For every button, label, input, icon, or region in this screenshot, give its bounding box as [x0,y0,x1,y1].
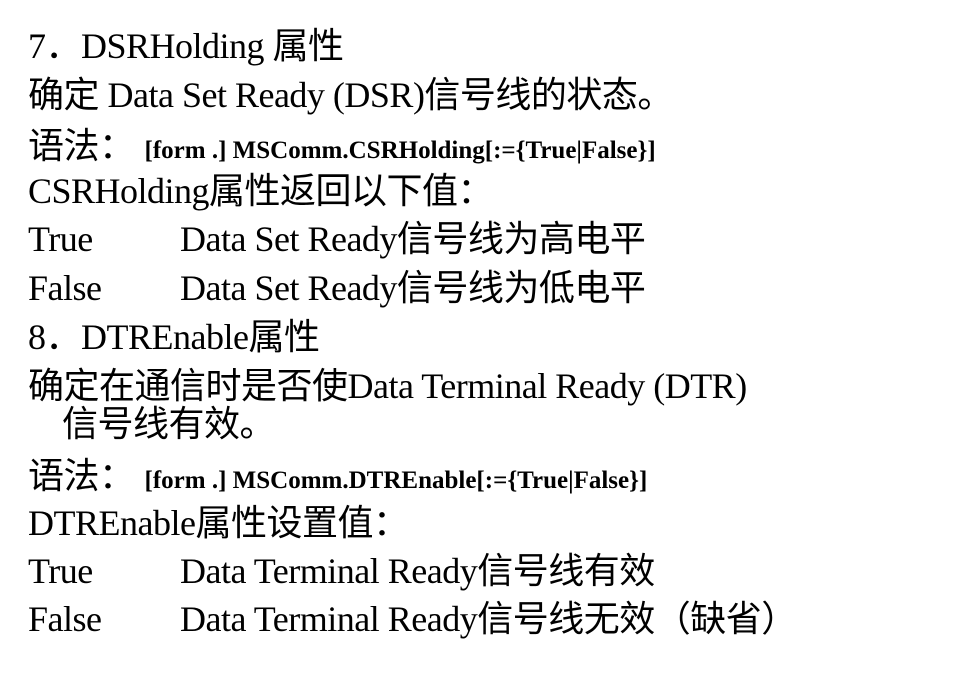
section-8-syntax: 语法： [form .] MSComm.DTREnable[:={True|Fal… [28,456,647,501]
section-7-value-row: True Data Set Ready信号线为高电平 [28,219,646,259]
value-key: True [28,219,93,259]
value-key: False [28,268,102,308]
section-8-value-row: True Data Terminal Ready信号线有效 [28,551,655,591]
section-8-returns-intro: DTREnable属性设置值： [28,503,409,543]
value-key: True [28,551,93,591]
section-7-returns-intro: CSRHolding属性返回以下值： [28,171,494,211]
value-meaning: Data Set Ready信号线为高电平 [180,219,646,259]
value-meaning: Data Terminal Ready信号线无效（缺省） [180,599,797,639]
value-key: False [28,599,102,639]
syntax-label: 语法： [28,456,135,496]
syntax-label: 语法： [28,126,135,166]
section-8-description: 确定在通信时是否使Data Terminal Ready (DTR) [28,366,747,406]
section-7-description: 确定 Data Set Ready (DSR)信号线的状态。 [28,75,673,115]
value-meaning: Data Set Ready信号线为低电平 [180,268,646,308]
section-7-syntax: 语法： [form .] MSComm.CSRHolding[:={True|Fa… [28,126,656,171]
section-7-value-row: False Data Set Ready信号线为低电平 [28,268,646,308]
section-7-heading: 7．DSRHolding 属性 [28,26,344,66]
section-8-description-continued: 信号线有效。 [62,404,276,444]
syntax-code: [form .] MSComm.DTREnable[:={True|False}… [144,467,648,494]
syntax-code: [form .] MSComm.CSRHolding[:={True|False… [144,137,656,164]
value-meaning: Data Terminal Ready信号线有效 [180,551,655,591]
section-8-value-row: False Data Terminal Ready信号线无效（缺省） [28,599,797,639]
section-8-heading: 8．DTREnable属性 [28,317,320,357]
